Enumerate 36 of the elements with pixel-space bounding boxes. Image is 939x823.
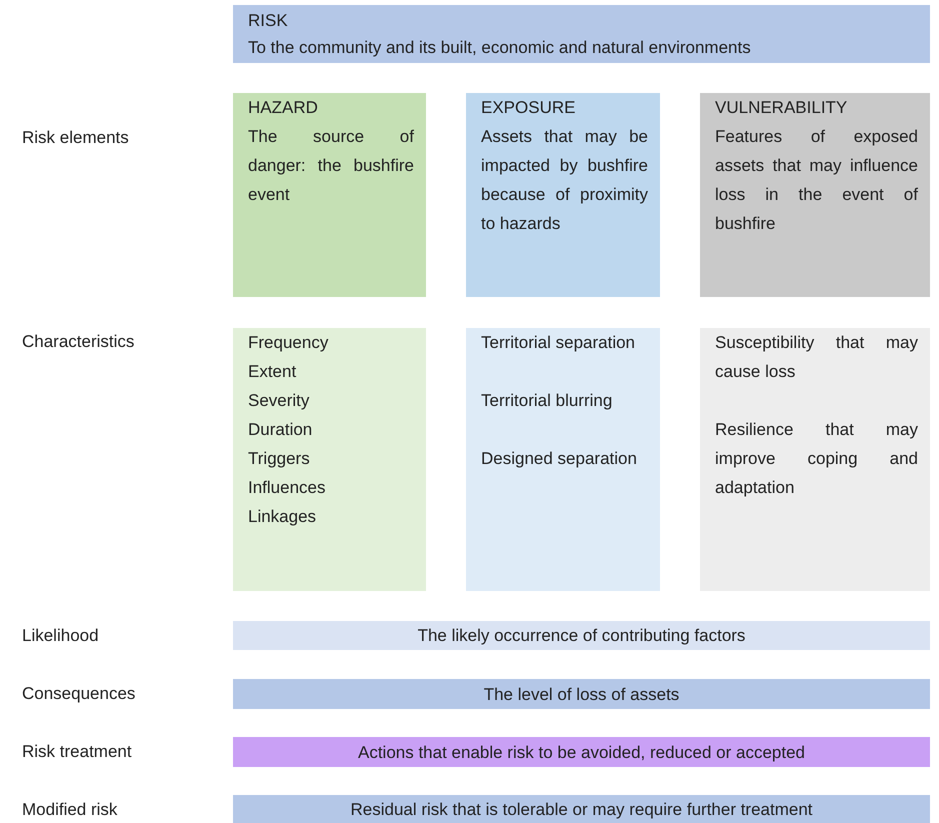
category-box [233,5,930,63]
list-item: Influences [248,477,326,499]
characteristic-text: Susceptibility that may cause loss [715,332,918,383]
box-description: To the community and its built, economic and natural environments [248,37,752,59]
row-label: Risk treatment [22,741,132,763]
box-heading: VULNERABILITY [715,97,848,119]
box-heading: EXPOSURE [481,97,576,119]
characteristics-box [233,328,426,591]
list-item: Triggers [248,448,311,470]
row-label: Modified risk [22,799,118,821]
list-item: Extent [248,361,298,383]
box-heading: RISK [248,10,289,32]
row-label: Characteristics [22,331,134,353]
characteristic-text: Territorial separation [481,332,636,354]
characteristics-box [466,328,660,591]
list-item: Linkages [248,506,318,528]
list-item: Severity [248,390,310,412]
characteristic-text: Territorial blurring [481,390,614,412]
category-box [700,93,930,297]
box-description: Assets that may be impacted by bushfire because of proximity to hazards [481,126,648,235]
category-box [466,93,660,297]
statement-band: The likely occurrence of contributing factors [233,621,930,650]
list-item: Duration [248,419,314,441]
characteristic-text: Designed separation [481,448,638,470]
row-label: Consequences [22,683,136,705]
row-label: Risk elements [22,127,129,149]
row-label: Likelihood [22,625,99,647]
list-item: Frequency [248,332,330,354]
box-description: The source of danger: the bushfire event [248,126,414,206]
statement-band: Residual risk that is tolerable or may require further treatment [233,795,930,823]
category-box [233,93,426,297]
box-heading: HAZARD [248,97,319,119]
characteristic-text: Resilience that may improve coping and adaptation [715,419,918,499]
box-description: Features of exposed assets that may influence loss in the event of bushfire [715,126,918,235]
statement-band: The level of loss of assets [233,679,930,709]
statement-band: Actions that enable risk to be avoided, reduced or accepted [233,737,930,767]
